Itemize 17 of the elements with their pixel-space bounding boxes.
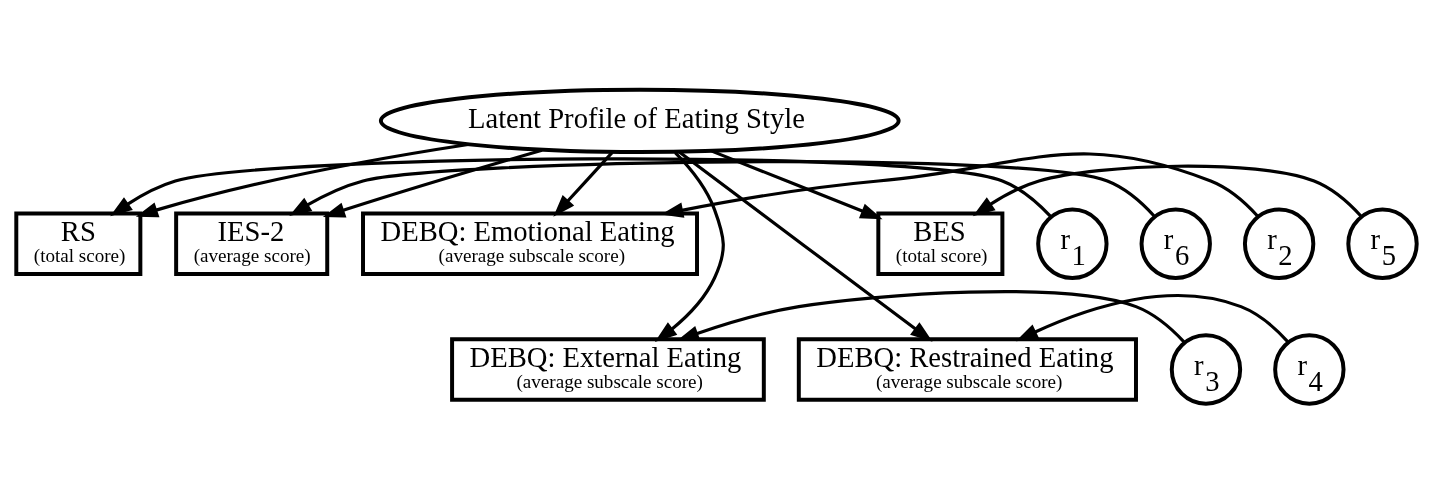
- arrow: [289, 159, 1156, 218]
- arrow: [711, 149, 883, 219]
- arrow: [654, 151, 725, 342]
- arrow: [553, 151, 614, 217]
- arrow: [678, 150, 933, 342]
- node-box: RS (total score): [14, 211, 143, 276]
- arrow: [135, 142, 469, 217]
- arrow: [972, 164, 1363, 218]
- arrow: [110, 156, 1052, 218]
- arrow: [1015, 293, 1290, 343]
- node-box: DEBQ: Emotional Eating (average subscale score): [361, 211, 699, 276]
- arrow: [322, 148, 543, 217]
- node-box: BES (total score): [876, 211, 1005, 276]
- node-box: DEBQ: External Eating (average subscale score): [450, 336, 766, 402]
- node-ellipse: Latent Profile of Eating Style: [378, 87, 901, 154]
- node-box: DEBQ: Restrained Eating (average subscale score): [796, 336, 1138, 402]
- node-box: IES-2 (average score): [174, 211, 330, 276]
